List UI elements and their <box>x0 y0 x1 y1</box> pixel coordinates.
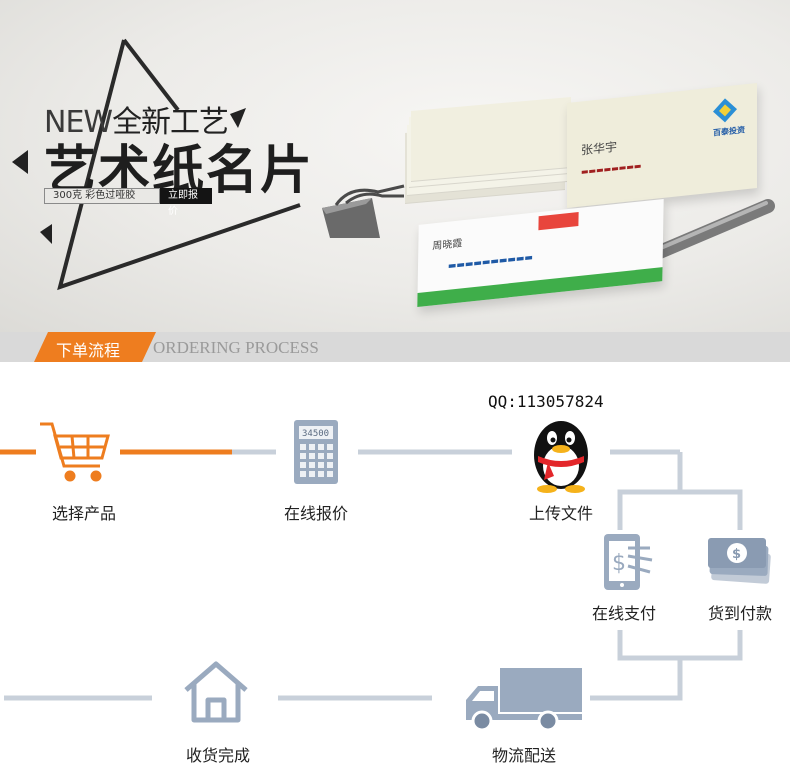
banner-subtitle: NEW全新工艺 <box>44 105 229 140</box>
shopping-cart-icon[interactable] <box>40 422 110 482</box>
step-upload-file[interactable]: 上传文件 <box>528 504 593 523</box>
truck-icon[interactable] <box>466 668 582 732</box>
svg-text:$: $ <box>732 547 741 562</box>
svg-text:$: $ <box>612 551 626 576</box>
mobile-payment-icon[interactable]: $ <box>604 534 653 590</box>
product-banner: 百泰投资 张华宇 ▬▬▬▬▬▬▬▬ 周晓霞 ▬▬▬▬▬▬▬▬▬▬ NEW全新工艺… <box>0 0 790 332</box>
home-icon[interactable] <box>184 661 248 723</box>
qq-penguin-icon[interactable] <box>534 421 588 493</box>
spec-bar: 300克 彩色过哑胶 立即报价 <box>44 188 212 217</box>
section-title-english: ORDERING PROCESS <box>153 338 319 357</box>
business-card-front: 百泰投资 张华宇 ▬▬▬▬▬▬▬▬ <box>567 83 757 208</box>
step-receipt-complete[interactable]: 收货完成 <box>185 746 250 765</box>
qq-contact: QQ:113057824 <box>488 392 604 411</box>
calculator-display: 34500 <box>302 429 329 439</box>
section-title: 下单流程 <box>56 341 121 360</box>
step-cash-on-delivery[interactable]: 货到付款 <box>707 604 772 623</box>
spec-text: 300克 彩色过哑胶 <box>44 188 160 204</box>
company-logo-icon <box>713 98 737 123</box>
step-select-product[interactable]: 选择产品 <box>51 504 116 523</box>
calculator-icon[interactable]: 34500 <box>294 420 338 484</box>
step-online-quote[interactable]: 在线报价 <box>283 504 348 523</box>
cash-icon[interactable]: $ <box>708 538 771 584</box>
section-title-tab: 下单流程 <box>34 332 156 362</box>
step-online-payment[interactable]: 在线支付 <box>591 604 656 623</box>
quote-now-button[interactable]: 立即报价 <box>160 188 212 217</box>
step-logistics[interactable]: 物流配送 <box>491 746 556 765</box>
